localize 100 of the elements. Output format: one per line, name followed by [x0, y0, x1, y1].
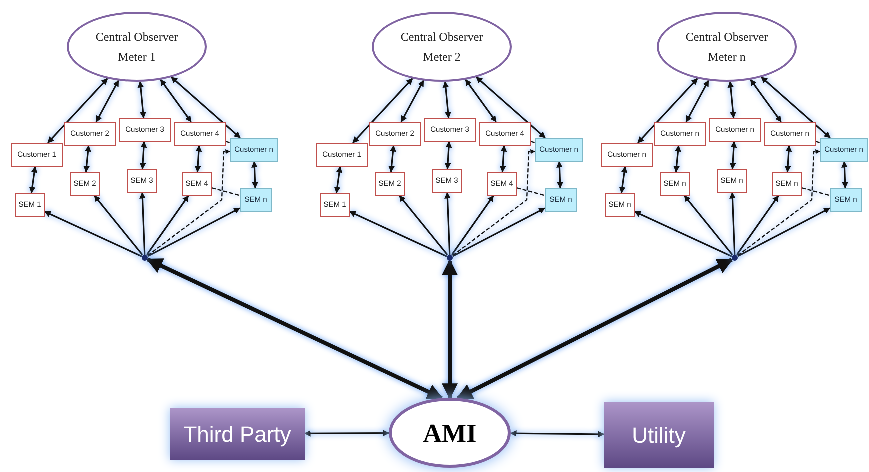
- arrow: [194, 145, 202, 173]
- node-box: [316, 143, 368, 167]
- arrow: [148, 150, 230, 256]
- node-box: [772, 172, 802, 196]
- arrow: [761, 76, 831, 139]
- node-box: [170, 408, 305, 460]
- connector-line: [226, 141, 230, 144]
- arrow: [738, 150, 820, 256]
- arrow: [730, 192, 736, 256]
- node-box: [830, 188, 862, 212]
- connector-line: [530, 141, 536, 144]
- arrow: [456, 258, 734, 400]
- arrow: [334, 166, 343, 194]
- node-box: [654, 122, 706, 146]
- node-box: [709, 118, 761, 142]
- arrow: [442, 259, 458, 400]
- arrow: [96, 80, 120, 123]
- arrow: [510, 430, 605, 438]
- arrow: [138, 81, 146, 119]
- connector-line: [802, 188, 830, 196]
- node-box: [764, 122, 816, 146]
- arrow: [684, 196, 734, 256]
- arrow: [252, 161, 258, 189]
- node-box: [601, 143, 653, 167]
- arrow: [619, 166, 628, 194]
- arrow: [452, 150, 536, 256]
- node-box: [660, 172, 690, 196]
- node-box: [127, 169, 157, 193]
- arrow: [160, 79, 192, 123]
- arrow: [634, 211, 732, 258]
- node-box: [605, 193, 635, 217]
- arrow: [465, 79, 497, 123]
- junction-point: [142, 255, 148, 261]
- ellipse-node: [389, 398, 511, 468]
- node-box: [375, 172, 405, 196]
- arrow: [146, 195, 190, 256]
- node-box: [240, 188, 272, 212]
- node-label: Central Observer Meter 2: [400, 29, 484, 66]
- arrow: [84, 145, 92, 173]
- connector-line: [816, 141, 820, 144]
- node-box: [64, 122, 116, 146]
- node-box: [11, 143, 63, 167]
- arrow: [400, 80, 424, 123]
- node-label: AMI: [423, 418, 477, 450]
- arrow: [140, 141, 148, 170]
- arrow: [842, 161, 848, 189]
- node-label: Utility: [632, 422, 686, 450]
- arrow: [444, 141, 452, 170]
- arrow: [728, 81, 736, 119]
- node-box: [182, 172, 212, 196]
- node-box: [717, 169, 747, 193]
- arrow: [399, 196, 448, 256]
- node-label: Central Observer Meter n: [684, 29, 770, 66]
- connector-line: [516, 188, 546, 196]
- arrow: [388, 145, 396, 173]
- arrow: [784, 145, 792, 173]
- arrow: [29, 166, 38, 194]
- connector-line: [212, 188, 240, 196]
- node-box: [15, 193, 45, 217]
- node-box: [545, 188, 577, 212]
- arrow: [750, 79, 782, 123]
- node-box: [320, 193, 350, 217]
- junction-point: [732, 255, 738, 261]
- node-label: Third Party: [184, 420, 292, 449]
- arrow: [148, 208, 241, 258]
- arrow: [349, 211, 448, 258]
- arrow: [444, 192, 451, 256]
- node-box: [432, 169, 462, 193]
- junction-point: [447, 255, 453, 261]
- arrow: [146, 258, 444, 400]
- arrow: [304, 430, 390, 437]
- arrow: [352, 78, 414, 144]
- arrow: [44, 211, 142, 258]
- arrow: [451, 195, 494, 256]
- arrow: [738, 208, 831, 258]
- arrow: [686, 80, 710, 123]
- arrow: [730, 141, 738, 170]
- arrow: [500, 145, 508, 173]
- arrow: [476, 76, 546, 139]
- node-box: [119, 118, 171, 142]
- node-box: [230, 138, 278, 162]
- arrow: [674, 145, 682, 173]
- node-box: [820, 138, 868, 162]
- arrow: [442, 81, 452, 119]
- node-box: [487, 172, 517, 196]
- node-box: [174, 122, 226, 146]
- node-box: [70, 172, 100, 196]
- arrow: [171, 76, 241, 139]
- node-box: [424, 118, 476, 142]
- node-box: [369, 122, 421, 146]
- arrow: [638, 78, 698, 144]
- arrow: [736, 195, 780, 256]
- node-box: [604, 402, 714, 468]
- arrow: [140, 192, 146, 256]
- arrow: [452, 208, 546, 258]
- node-box: [535, 138, 583, 162]
- node-box: [479, 122, 531, 146]
- arrow: [48, 78, 108, 144]
- arrow: [94, 196, 144, 256]
- arrow: [556, 161, 564, 189]
